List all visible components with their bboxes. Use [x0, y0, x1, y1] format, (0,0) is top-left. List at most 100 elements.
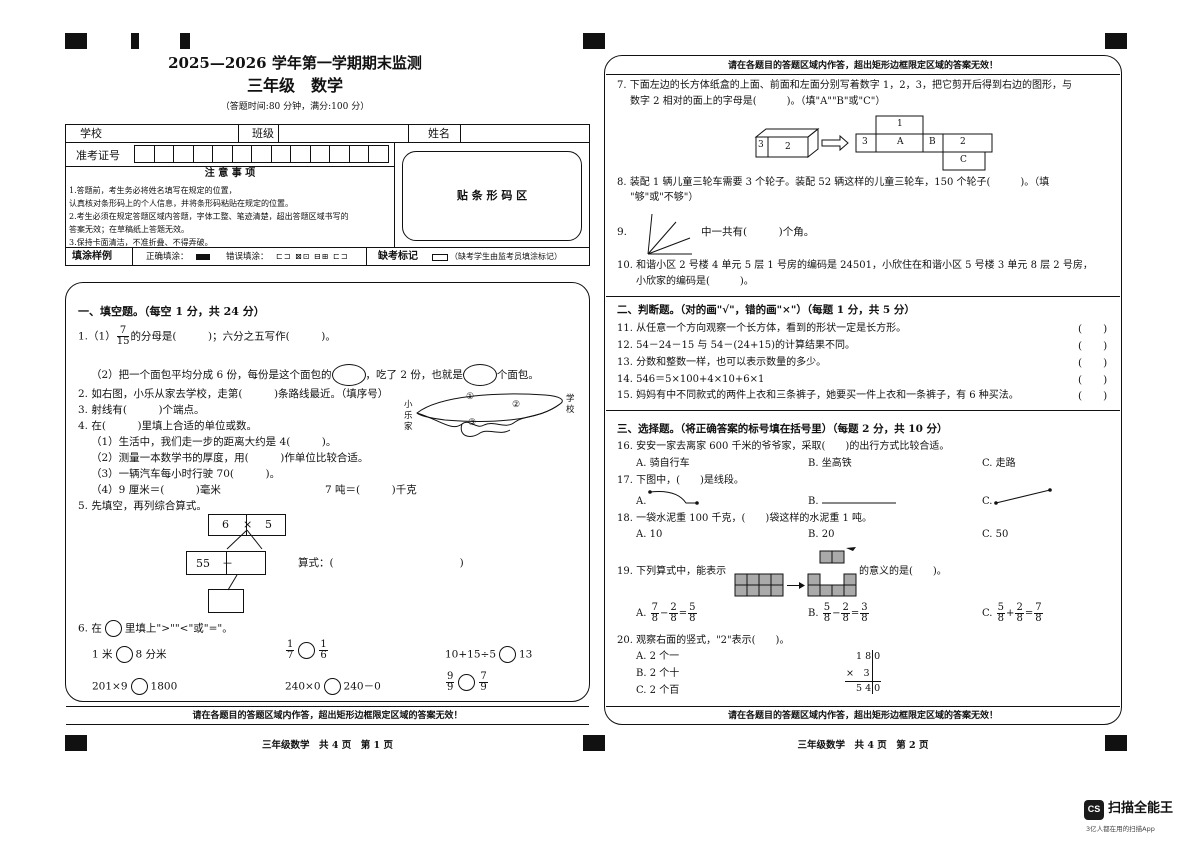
registration-mark: [65, 735, 87, 751]
judge-answer-13[interactable]: ( ): [1078, 357, 1108, 369]
q16-option-a[interactable]: A. 骑自行车: [636, 458, 690, 469]
q5-b: 5: [265, 518, 272, 531]
absent-label: 缺考标记: [378, 251, 418, 262]
answer-box-right: [604, 55, 1122, 725]
q12: 12. 54－24－15 与 54－(24+15)的计算结果不同。: [617, 340, 855, 351]
q3: 3. 射线有( )个端点。: [78, 404, 205, 416]
sample-label: 填涂样例: [72, 251, 112, 262]
page-footer-right: 三年级数学 共 4 页 第 2 页: [797, 740, 929, 751]
registration-mark: [583, 735, 605, 751]
vertical-multiplier: × 3: [846, 668, 870, 679]
judge-answer-14[interactable]: ( ): [1078, 374, 1108, 386]
q18-option-a[interactable]: A. 10: [636, 529, 663, 540]
q19-text: 的意义的是( )。: [859, 566, 947, 577]
q7-line2: 数字 2 相对的面上的字母是( )。（填"A""B"或"C"）: [630, 96, 886, 107]
info-header: [65, 124, 590, 266]
judge-answer-15[interactable]: ( ): [1078, 390, 1108, 402]
scanner-logo-icon: CS: [1084, 800, 1104, 820]
q4-4a: （4）9 厘米＝( )毫米: [91, 484, 221, 496]
q18-option-c[interactable]: C. 50: [982, 529, 1009, 540]
compare-circle[interactable]: [499, 646, 516, 663]
q5-result-box[interactable]: [208, 589, 244, 613]
judge-answer-12[interactable]: ( ): [1078, 340, 1108, 352]
q5-top-box: [208, 514, 286, 536]
q1-part2: （2）把一个面包平均分成 6 份，每份是这个面包的，吃了 2 份，也就是个面包。: [91, 364, 539, 386]
q17-figures: [648, 488, 1052, 505]
registration-mark: [180, 33, 190, 49]
absent-box[interactable]: [432, 254, 448, 261]
route-2-label: ②: [512, 400, 521, 410]
compare-circle[interactable]: [130, 678, 148, 695]
compare-circle[interactable]: [115, 646, 133, 663]
q4: 4. 在( )里填上合适的单位或数。: [78, 420, 258, 432]
q5: 5. 先填空，再列综合算式。: [78, 500, 207, 512]
q18: 18. 一袋水泥重 100 千克，( )袋这样的水泥重 1 吨。: [617, 513, 873, 524]
q16-option-b[interactable]: B. 坐高铁: [808, 458, 852, 469]
section-2-title: 二、判断题。（对的画"√"，错的画"×"）（每题 1 分，共 5 分）: [617, 304, 915, 316]
absent-note: （缺考学生由监考员填涂标记）: [450, 252, 562, 261]
q4-3: （3）一辆汽车每小时行驶 70( )。: [91, 468, 281, 480]
q20-option-a[interactable]: A. 2 个一: [636, 651, 680, 662]
q16-option-c[interactable]: C. 走路: [982, 458, 1016, 469]
registration-mark: [65, 33, 87, 49]
net-face-C: C: [960, 155, 967, 165]
q17-option-b[interactable]: B.: [808, 496, 819, 507]
q11: 11. 从任意一个方向观察一个长方体，看到的形状一定是长方形。: [617, 323, 907, 334]
q5-c: 55: [196, 557, 210, 570]
page-subtitle: 三年级 数学: [246, 76, 343, 95]
q13: 13. 分数和整数一样，也可以表示数量的多少。: [617, 357, 827, 368]
compare-circle[interactable]: [298, 642, 316, 659]
exam-no-label: 准考证号: [76, 149, 120, 162]
q5-formula[interactable]: 算式：( ): [298, 557, 464, 569]
registration-mark: [1105, 735, 1127, 751]
net-face-3: 3: [862, 137, 868, 147]
q17: 17. 下图中，( )是线段。: [617, 475, 744, 486]
q5-minus: －: [222, 557, 233, 570]
q17-option-a[interactable]: A.: [636, 496, 647, 507]
q8-line2: "够"或"不够"）: [630, 192, 699, 203]
bottom-warning-left: 请在各题目的答题区域内作答，超出矩形边框限定区域的答案无效！: [192, 711, 463, 721]
q4-4b: 7 吨＝( )千克: [325, 484, 417, 496]
time-note: （答题时间:80 分钟，满分:100 分）: [220, 102, 370, 112]
q14: 14. 546＝5×100+4×10+6×1: [617, 374, 765, 385]
q20-option-c[interactable]: C. 2 个百: [636, 685, 680, 696]
q5-diagram: [226, 529, 263, 591]
route-map: [416, 393, 563, 437]
net-face-B: B: [929, 137, 936, 147]
compare-circle[interactable]: [323, 678, 341, 695]
q4-2: （2）测量一本数学书的厚度，用( )作单位比较合适。: [91, 452, 369, 464]
scanner-tagline: 3亿人都在用的扫描App: [1086, 825, 1155, 833]
notice-text: 1.答题前，考生务必将姓名填写在规定的位置， 认真核对条形码上的个人信息，并将条…: [69, 186, 349, 247]
correct-label: 正确填涂：: [146, 252, 189, 262]
q6: 6. 在里填上">""<"或"="。: [78, 620, 233, 637]
q20-option-b[interactable]: B. 2 个十: [636, 668, 680, 679]
q10: 10. 和谐小区 2 号楼 4 单元 5 层 1 号房的编码是 24501，小欣…: [617, 260, 1093, 271]
judge-answer-11[interactable]: ( ): [1078, 323, 1108, 335]
vertical-top: 1 8 0: [856, 651, 881, 662]
net-face-1: 1: [897, 119, 903, 129]
q16: 16. 安安一家去离家 600 千米的爷爷家，采取( )的出行方式比较合适。: [617, 441, 950, 452]
school-label: 学校: [80, 127, 102, 140]
notice-title: 注 意 事 项: [204, 168, 256, 179]
class-label: 班级: [252, 127, 274, 140]
q18-option-b[interactable]: B. 20: [808, 529, 835, 540]
compare-circle[interactable]: [458, 674, 476, 691]
q17-option-c[interactable]: C.: [982, 496, 993, 507]
top-warning-right: 请在各题目的答题区域内作答，超出矩形边框限定区域的答案无效！: [727, 61, 998, 71]
vertical-result: 5 4 0: [856, 683, 881, 694]
q8: 8. 装配 1 辆儿童三轮车需要 3 个轮子。装配 52 辆这样的儿童三轮车，1…: [617, 177, 1050, 188]
scanner-app-name: 扫描全能王: [1108, 801, 1174, 816]
registration-mark: [131, 33, 139, 49]
q5-a: 6: [222, 518, 229, 531]
q7-face-2: 2: [785, 142, 791, 152]
barcode-area: 贴 条 形 码 区: [402, 151, 582, 241]
exam-no-boxes[interactable]: [134, 145, 389, 163]
registration-mark: [1105, 33, 1127, 49]
